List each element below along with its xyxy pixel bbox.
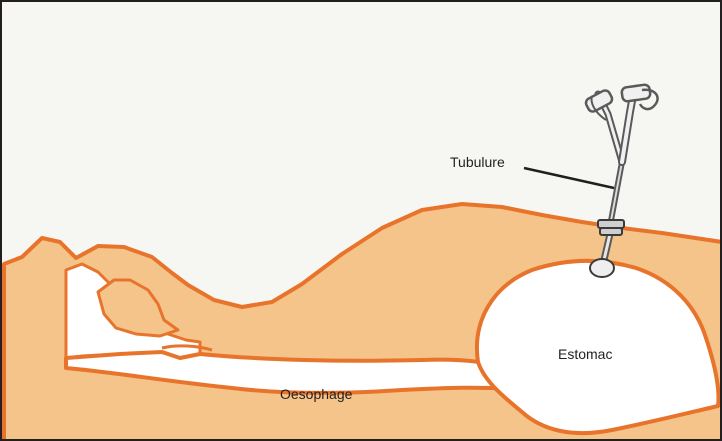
label-estomac: Estomac bbox=[558, 346, 612, 362]
label-tubulure: Tubulure bbox=[450, 154, 505, 170]
label-oesophage: Oesophage bbox=[280, 386, 352, 402]
tubulure-leader-line bbox=[524, 168, 614, 188]
balloon-icon bbox=[590, 259, 614, 277]
